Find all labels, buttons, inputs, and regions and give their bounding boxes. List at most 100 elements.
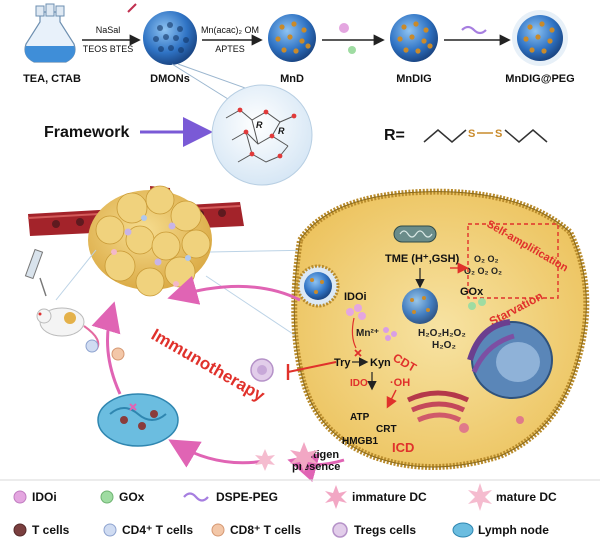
disulfide-chain-left bbox=[423, 129, 467, 143]
ido-label: IDO bbox=[350, 378, 368, 389]
legend-item-tregs-cells: Tregs cells bbox=[332, 522, 416, 538]
zoom-line bbox=[55, 249, 97, 301]
kyn-label: Kyn bbox=[370, 357, 391, 369]
mnd-label: MnD bbox=[280, 73, 304, 85]
try-label: Try bbox=[334, 357, 351, 369]
cycle-arrow-to-tumor bbox=[167, 275, 301, 305]
legend-item-gox: GOx bbox=[100, 490, 145, 504]
o2-row1: O₂ O₂ bbox=[474, 254, 499, 264]
legend-label: CD8⁺ T cells bbox=[230, 523, 301, 537]
mn-ion-cluster-icon bbox=[383, 327, 397, 341]
icd-label: ICD bbox=[392, 440, 414, 455]
idoi-label: IDOi bbox=[344, 291, 367, 303]
endoplasmic-reticulum bbox=[406, 390, 470, 423]
mitochondrion bbox=[393, 225, 437, 243]
legend-item-mature-dc: mature DC bbox=[468, 483, 557, 511]
gox-molecule-icon bbox=[478, 298, 486, 306]
disulfide-chain-right bbox=[504, 129, 548, 143]
idoi-inhibit-line bbox=[351, 317, 357, 349]
atp-label: ATP bbox=[350, 412, 370, 423]
zoom-line bbox=[205, 275, 303, 341]
cd8-t-cell-icon bbox=[211, 523, 225, 537]
endocytosed-nanoparticle bbox=[296, 264, 340, 308]
gox-icon bbox=[100, 490, 114, 504]
lymph-node-icon bbox=[452, 522, 474, 538]
cd4-t-cell-icon bbox=[85, 339, 99, 353]
s-atom-1: S bbox=[468, 128, 475, 140]
step1-bottom-label: TEOS BTES bbox=[83, 44, 134, 54]
legend-label: T cells bbox=[32, 523, 70, 537]
crt-label: CRT bbox=[376, 424, 397, 435]
h2o2-row2: H₂O₂ bbox=[432, 340, 456, 351]
legend-item-t-cells: T cells bbox=[13, 523, 70, 537]
kyn-block-line bbox=[287, 361, 337, 373]
inhibit-x-icon bbox=[354, 349, 362, 357]
legend-label: Tregs cells bbox=[354, 523, 416, 537]
syringe-icon bbox=[24, 248, 47, 297]
legend-item-dspe-peg: DSPE-PEG bbox=[183, 490, 278, 504]
legend-label: CD4⁺ T cells bbox=[122, 523, 193, 537]
r-label: R= bbox=[384, 127, 405, 144]
mnd-particle bbox=[268, 14, 316, 62]
immature-dc-icon bbox=[325, 485, 347, 509]
gox-molecule-icon bbox=[468, 302, 476, 310]
cycle-arrow-to-lymph bbox=[168, 439, 271, 468]
legend-label: DSPE-PEG bbox=[216, 490, 278, 504]
legend-item-lymph-node: Lymph node bbox=[452, 522, 549, 538]
idoi-icon bbox=[13, 490, 27, 504]
cycle-arrow-from-icd bbox=[287, 453, 345, 482]
mndig-particle bbox=[390, 14, 438, 62]
cd4-t-cell-icon bbox=[103, 523, 117, 537]
mature-dc-icon bbox=[290, 442, 318, 472]
cd8-t-cell-icon bbox=[111, 347, 125, 361]
legend-item-immature-dc: immature DC bbox=[325, 485, 427, 509]
nucleus bbox=[467, 319, 553, 399]
legend-label: mature DC bbox=[496, 490, 557, 504]
gox-molecule-icon bbox=[348, 46, 356, 54]
gox-label: GOx bbox=[460, 286, 484, 298]
oh-label: ·OH bbox=[390, 377, 410, 389]
zoom-line bbox=[171, 63, 237, 105]
legend-label: Lymph node bbox=[478, 523, 549, 537]
dmons-label: DMONs bbox=[150, 73, 190, 85]
peg-chain-icon bbox=[461, 25, 487, 35]
mn-label: Mn²⁺ bbox=[356, 328, 379, 339]
immature-dc-icon bbox=[255, 449, 275, 471]
mndig-peg-label: MnDIG@PEG bbox=[505, 73, 574, 85]
legend-item-idoi: IDOi bbox=[13, 490, 57, 504]
dmons-particle bbox=[143, 11, 197, 65]
h2o2-row1: H₂O₂H₂O₂ bbox=[418, 328, 466, 339]
legend-label: GOx bbox=[119, 490, 145, 504]
step2-top-label: Mn(acac)₂ OM bbox=[201, 25, 259, 35]
framework-label: Framework bbox=[44, 124, 129, 141]
pipette-icon bbox=[127, 3, 137, 13]
immunotherapy-label: Immunotherapy bbox=[148, 325, 268, 405]
framework-r-atom: R bbox=[256, 120, 263, 130]
hmgb1-label: HMGB1 bbox=[342, 436, 379, 447]
cycle-arrow-up bbox=[91, 301, 122, 395]
oh-arrow bbox=[386, 389, 397, 409]
idoi-cluster-icon bbox=[346, 304, 366, 320]
peg-icon bbox=[183, 492, 209, 502]
lymph-node-icon bbox=[97, 393, 179, 447]
tme-label: TME (H⁺,GSH) bbox=[385, 253, 460, 265]
released-nanoparticle bbox=[402, 288, 438, 324]
framework-r-atom: R bbox=[278, 126, 285, 136]
framework-bubble: R R bbox=[211, 84, 313, 186]
mndig-label: MnDIG bbox=[396, 73, 431, 85]
start-label: TEA, CTAB bbox=[23, 73, 81, 85]
legend-label: IDOi bbox=[32, 490, 57, 504]
tumor-mass bbox=[88, 185, 212, 297]
step2-bottom-label: APTES bbox=[215, 44, 245, 54]
o2-row2: O₂ O₂ O₂ bbox=[464, 266, 502, 276]
mature-dc-icon bbox=[468, 483, 492, 511]
mndig-peg-particle bbox=[512, 10, 568, 66]
treg-cell-icon bbox=[250, 358, 274, 382]
legend: IDOi GOx DSPE-PEG immature DC mature DC … bbox=[13, 483, 557, 538]
t-cell-icon bbox=[13, 523, 27, 537]
treg-cell-icon bbox=[332, 522, 348, 538]
legend-item-cd4-t-cells: CD4⁺ T cells bbox=[103, 523, 193, 537]
synthesis-flask bbox=[24, 3, 76, 63]
lysosome-icons bbox=[459, 416, 524, 433]
